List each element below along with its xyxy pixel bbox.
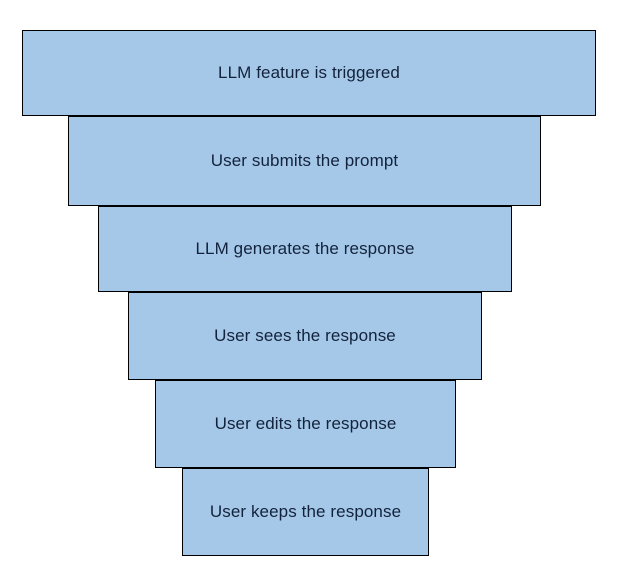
funnel-stage-4-label: User sees the response — [214, 325, 396, 345]
funnel-stage-6-label: User keeps the response — [209, 501, 402, 521]
funnel-stage-5[interactable]: User edits the response — [155, 380, 456, 468]
funnel-stage-6[interactable]: User keeps the response — [182, 468, 429, 556]
funnel-stage-4[interactable]: User sees the response — [128, 292, 482, 380]
funnel-stage-5-label: User edits the response — [214, 413, 397, 433]
funnel-stage-2-label: User submits the prompt — [210, 150, 399, 170]
funnel-stage-3-label: LLM generates the response — [195, 238, 415, 258]
funnel-stage-2[interactable]: User submits the prompt — [68, 116, 541, 206]
funnel-stage-3[interactable]: LLM generates the response — [98, 206, 512, 292]
funnel-stage-1[interactable]: LLM feature is triggered — [22, 30, 596, 116]
funnel-stage-1-label: LLM feature is triggered — [218, 62, 400, 82]
